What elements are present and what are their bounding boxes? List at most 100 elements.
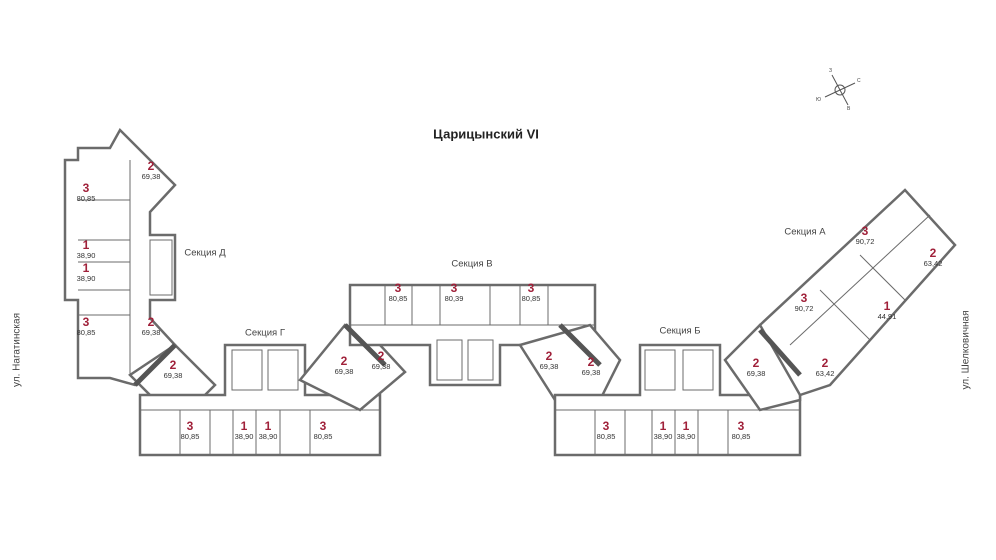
apartment-rooms: 2 [587, 354, 595, 369]
apartment-rooms: 2 [377, 348, 385, 363]
apartment-rooms: 3 [527, 280, 535, 295]
apartment-area: 38,90 [76, 250, 96, 260]
apartment-rooms: 1 [264, 418, 272, 433]
apartment-area: 90,72 [794, 303, 814, 313]
apartment-area: 63,42 [815, 368, 835, 378]
apartment-rooms: 1 [682, 418, 690, 433]
section-d-outline [63, 127, 177, 387]
apartment-area: 80,85 [76, 193, 96, 203]
street-right: ул. Шелковичная [960, 310, 972, 390]
section-g-outline [138, 343, 382, 457]
apartment-rooms: 3 [737, 418, 745, 433]
apartment-rooms: 3 [450, 280, 458, 295]
apartment-area: 63,42 [923, 258, 943, 268]
compass-south: Ю [816, 97, 822, 103]
apartment-rooms: 1 [82, 260, 90, 275]
apartment-area: 80,85 [180, 431, 200, 441]
section-a-outline [758, 188, 957, 397]
apartment-rooms: 2 [340, 353, 348, 368]
apartment-rooms: 3 [82, 180, 90, 195]
apartment-area: 80,85 [313, 431, 333, 441]
section-b-outline [553, 343, 802, 457]
apartment-area: 38,90 [234, 431, 254, 441]
apartment-rooms: 3 [394, 280, 402, 295]
apartment-area: 80,39 [444, 293, 464, 303]
apartment-area: 90,72 [855, 236, 875, 246]
apartment-rooms: 1 [240, 418, 248, 433]
connector-vb-outline [518, 323, 622, 402]
apartment-area: 69,38 [163, 370, 183, 380]
apartment-rooms: 1 [883, 298, 891, 313]
apartment-rooms: 3 [800, 290, 808, 305]
apartment-rooms: 3 [319, 418, 327, 433]
apartment-rooms: 2 [147, 314, 155, 329]
compass-west: З [829, 68, 833, 74]
compass-icon [824, 74, 856, 106]
apartment-rooms: 3 [602, 418, 610, 433]
section-label-v: Секция В [451, 258, 493, 270]
section-label-g: Секция Г [245, 327, 285, 339]
apartment-area: 38,90 [76, 273, 96, 283]
apartment-area: 80,85 [388, 293, 408, 303]
apartment-area: 69,38 [746, 368, 766, 378]
apartment-area: 69,38 [141, 171, 161, 181]
apartment-rooms: 3 [861, 223, 869, 238]
street-left: ул. Нагатинская [11, 313, 23, 387]
apartment-rooms: 1 [659, 418, 667, 433]
apartment-area: 44,91 [877, 311, 897, 321]
apartment-area: 38,90 [653, 431, 673, 441]
apartment-area: 80,85 [731, 431, 751, 441]
apartment-rooms: 2 [752, 355, 760, 370]
apartment-area: 38,90 [676, 431, 696, 441]
section-label-d: Секция Д [184, 247, 226, 259]
apartment-rooms: 2 [147, 158, 155, 173]
apartment-rooms: 2 [821, 355, 829, 370]
apartment-rooms: 3 [82, 314, 90, 329]
section-label-b: Секция Б [659, 325, 701, 337]
apartment-area: 69,38 [581, 367, 601, 377]
apartment-area: 69,38 [141, 327, 161, 337]
apartment-rooms: 2 [545, 348, 553, 363]
compass-north: С [857, 78, 861, 84]
apartment-area: 38,90 [258, 431, 278, 441]
section-label-a: Секция А [784, 226, 826, 238]
apartment-area: 80,85 [596, 431, 616, 441]
apartment-rooms: 2 [169, 357, 177, 372]
section-v-outline [348, 283, 597, 387]
compass-east: В [847, 106, 851, 112]
apartment-area: 69,38 [371, 361, 391, 371]
apartment-rooms: 3 [186, 418, 194, 433]
apartment-area: 80,85 [76, 327, 96, 337]
building-title: Царицынский VI [433, 126, 539, 142]
apartment-rooms: 1 [82, 237, 90, 252]
